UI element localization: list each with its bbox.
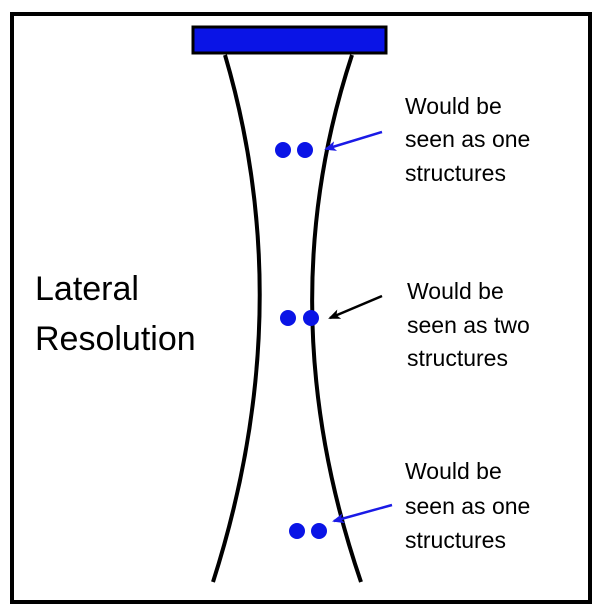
reflector-dot <box>289 523 305 539</box>
arrow-bottom <box>332 503 393 524</box>
arrow-middle <box>328 294 383 320</box>
annotation-line: seen as two <box>407 312 530 338</box>
title-line-2: Resolution <box>35 320 196 358</box>
annotation-line: Would be <box>405 93 502 119</box>
beam-left-edge <box>211 54 262 583</box>
reflector-dot <box>303 310 319 326</box>
dot-pair-middle <box>280 310 319 326</box>
annotation-line: seen as one <box>405 126 530 152</box>
reflector-dot <box>311 523 327 539</box>
diagram-frame <box>10 12 592 604</box>
reflector-dot <box>297 142 313 158</box>
annotation-line: structures <box>405 160 506 186</box>
annotation-line: Would be <box>405 458 502 484</box>
arrow-top <box>324 130 383 151</box>
annotation-line: seen as one <box>405 493 530 519</box>
annotation-top: Would be seen as one structures <box>405 93 530 186</box>
annotation-line: structures <box>405 527 506 553</box>
annotation-line: structures <box>407 345 508 371</box>
annotation-middle: Would be seen as two structures <box>407 278 530 371</box>
annotation-bottom: Would be seen as one structures <box>405 458 530 553</box>
reflector-dot <box>275 142 291 158</box>
annotation-line: Would be <box>407 278 504 304</box>
title-line-1: Lateral <box>35 270 139 308</box>
dot-pair-top <box>275 142 313 158</box>
reflector-dot <box>280 310 296 326</box>
dot-pair-bottom <box>289 523 327 539</box>
transducer-bar <box>191 25 388 55</box>
